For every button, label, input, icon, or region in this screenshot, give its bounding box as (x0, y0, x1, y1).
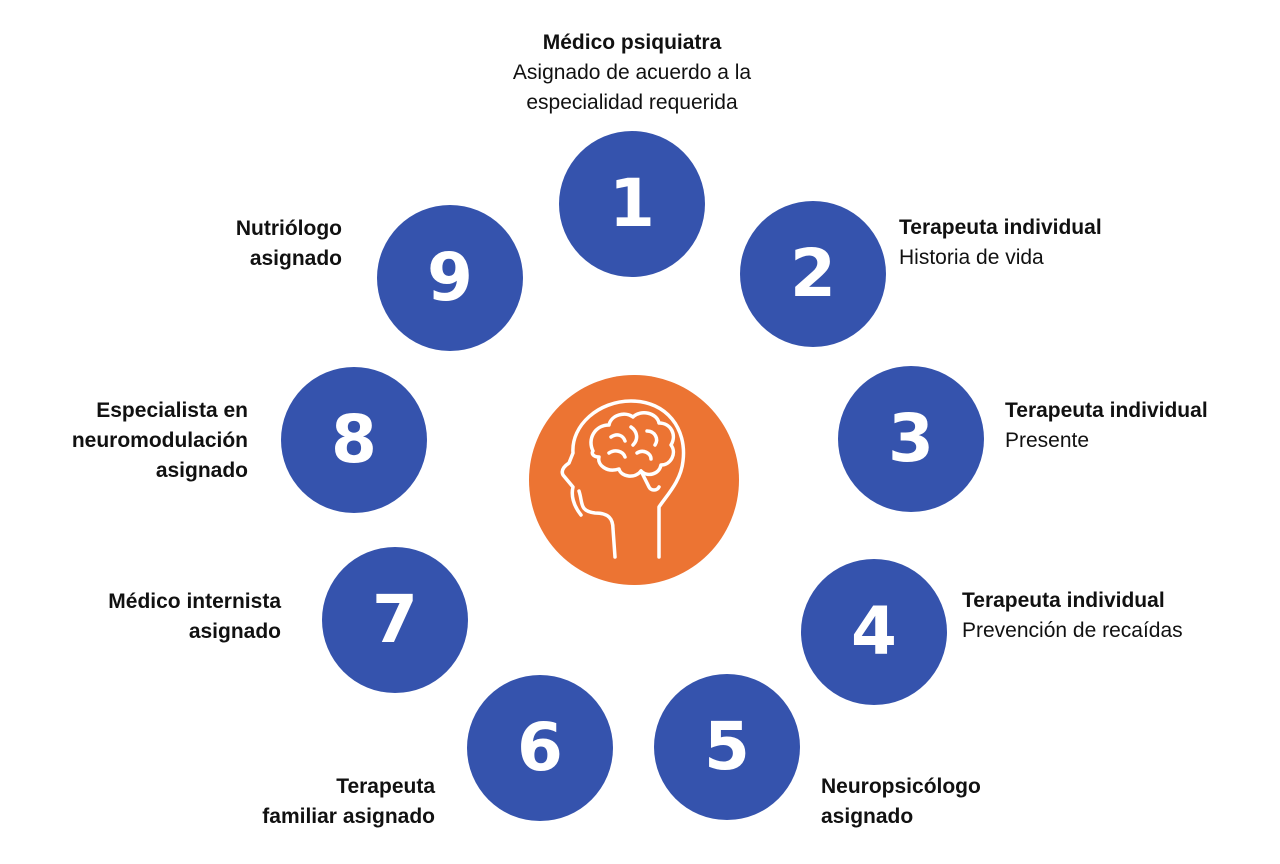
label-6-title-line-2: familiar asignado (262, 805, 435, 828)
label-9: Nutriólogo asignado (0, 214, 342, 274)
step-circle-3: 3 (838, 366, 984, 512)
label-1-desc-line-2: especialidad requerida (526, 91, 738, 114)
label-8-title-line-3: asignado (155, 459, 248, 482)
step-circle-6: 6 (467, 675, 613, 821)
label-3-title: Terapeuta individual (1005, 399, 1208, 422)
label-9-title-line-1: Nutriólogo (235, 217, 342, 240)
step-number-7: 7 (372, 581, 418, 658)
hub-circle (529, 375, 739, 585)
label-8-title-line-2: neuromodulación (71, 429, 248, 452)
label-5-title-line-1: Neuropsicólogo (821, 775, 981, 798)
label-9-title-line-2: asignado (249, 247, 342, 270)
step-number-6: 6 (517, 709, 563, 786)
label-7-title-line-1: Médico internista (108, 590, 281, 613)
label-4-desc: Prevención de recaídas (962, 619, 1183, 642)
step-number-2: 2 (790, 235, 836, 312)
label-6: Terapeuta familiar asignado (135, 772, 435, 832)
label-4-title: Terapeuta individual (962, 589, 1165, 612)
label-8: Especialista en neuromodulación asignado (0, 396, 248, 486)
label-1-desc-line-1: Asignado de acuerdo a la (512, 61, 752, 84)
label-1-title: Médico psiquiatra (542, 31, 722, 54)
step-circle-8: 8 (281, 367, 427, 513)
step-number-5: 5 (704, 708, 750, 785)
label-8-title-line-1: Especialista en (96, 399, 248, 422)
step-circle-7: 7 (322, 547, 468, 693)
label-6-title-line-1: Terapeuta (336, 775, 435, 798)
label-3: Terapeuta individual Presente (1005, 396, 1208, 456)
step-number-8: 8 (331, 401, 377, 478)
label-5-title-line-2: asignado (821, 805, 914, 828)
label-2: Terapeuta individual Historia de vida (899, 213, 1102, 273)
label-3-desc: Presente (1005, 429, 1090, 452)
label-7-title-line-2: asignado (188, 620, 281, 643)
step-number-4: 4 (851, 593, 897, 670)
step-number-9: 9 (427, 239, 473, 316)
label-2-desc: Historia de vida (899, 246, 1044, 269)
step-circle-1: 1 (559, 131, 705, 277)
step-number-1: 1 (609, 165, 655, 242)
step-number-3: 3 (888, 400, 934, 477)
label-7: Médico internista asignado (0, 587, 281, 647)
step-circle-4: 4 (801, 559, 947, 705)
label-1: Médico psiquiatra Asignado de acuerdo a … (432, 28, 832, 118)
step-circle-5: 5 (654, 674, 800, 820)
step-circle-2: 2 (740, 201, 886, 347)
step-circle-9: 9 (377, 205, 523, 351)
head-brain-icon (560, 399, 686, 559)
label-5: Neuropsicólogo asignado (821, 772, 981, 832)
label-4: Terapeuta individual Prevención de recaí… (962, 586, 1183, 646)
label-2-title: Terapeuta individual (899, 216, 1102, 239)
